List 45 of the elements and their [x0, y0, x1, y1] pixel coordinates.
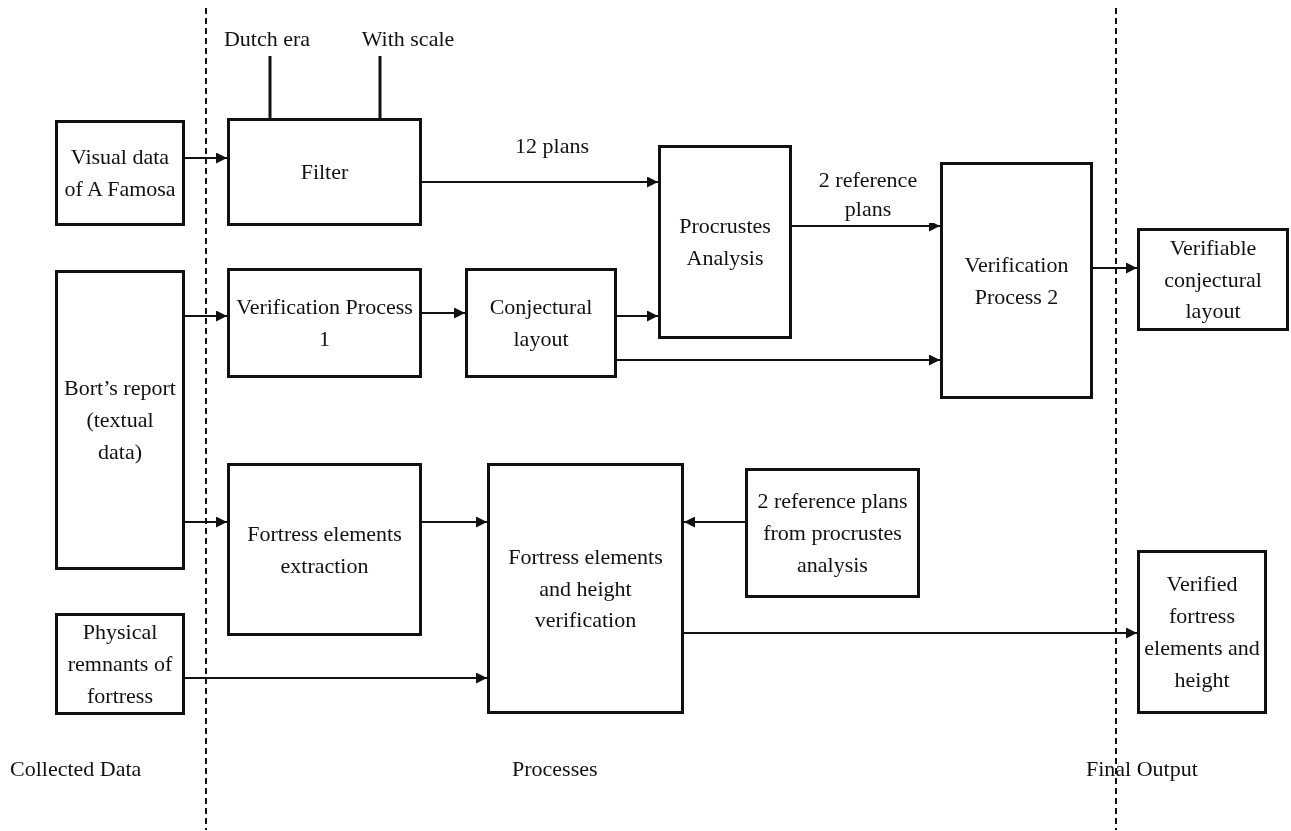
arrow: [1092, 262, 1138, 274]
box-text: Visual data of A Famosa: [63, 143, 177, 203]
arrow: [683, 516, 746, 528]
process-box: [227, 463, 422, 636]
arrow: [184, 152, 228, 164]
box-text: Conjectural layout: [488, 293, 594, 353]
box-text: Verifiable conjectural layout: [1163, 233, 1263, 326]
input-tag-text: Dutch era: [212, 22, 322, 56]
box-text: Physical remnants of fortress: [66, 618, 174, 710]
process-box: [1137, 228, 1289, 331]
input-tag-text: With scale: [344, 22, 472, 56]
connector-line: [268, 56, 272, 118]
process-box: [487, 463, 684, 714]
process-box: [55, 270, 185, 570]
arrow: [184, 516, 228, 528]
box-text: Fortress elements and height verification: [507, 542, 664, 635]
process-box: [227, 268, 422, 378]
arrow: [421, 307, 466, 319]
arrow: [616, 310, 659, 322]
arrow: [616, 354, 941, 366]
process-box: [55, 613, 185, 715]
process-box: [55, 120, 185, 226]
process-box: [1137, 550, 1267, 714]
arrow: [683, 627, 1138, 639]
section-label: Collected Data: [10, 756, 142, 782]
process-box: [465, 268, 617, 378]
section-label: Final Output: [1086, 756, 1198, 782]
box-text: Verified fortress elements and height: [1144, 570, 1260, 694]
box-text: Verification Process 1: [235, 293, 414, 353]
process-box: [227, 118, 422, 226]
process-box: [745, 468, 920, 598]
box-text: Fortress elements extraction: [246, 519, 403, 580]
box-text: Bort’s report (textual data): [63, 374, 177, 466]
connector-line: [378, 56, 382, 118]
box-text: 2 reference plans from procrustes analysis: [756, 487, 909, 579]
process-box: [658, 145, 792, 339]
arrow: [184, 672, 488, 684]
arrow: [421, 516, 488, 528]
box-text: Procrustes Analysis: [678, 212, 772, 272]
arrow: [421, 176, 659, 188]
section-label: Processes: [512, 756, 598, 782]
box-text: Verification Process 2: [963, 250, 1070, 311]
box-text: Filter: [300, 158, 349, 187]
arrow: [184, 310, 228, 322]
process-box: [940, 162, 1093, 399]
